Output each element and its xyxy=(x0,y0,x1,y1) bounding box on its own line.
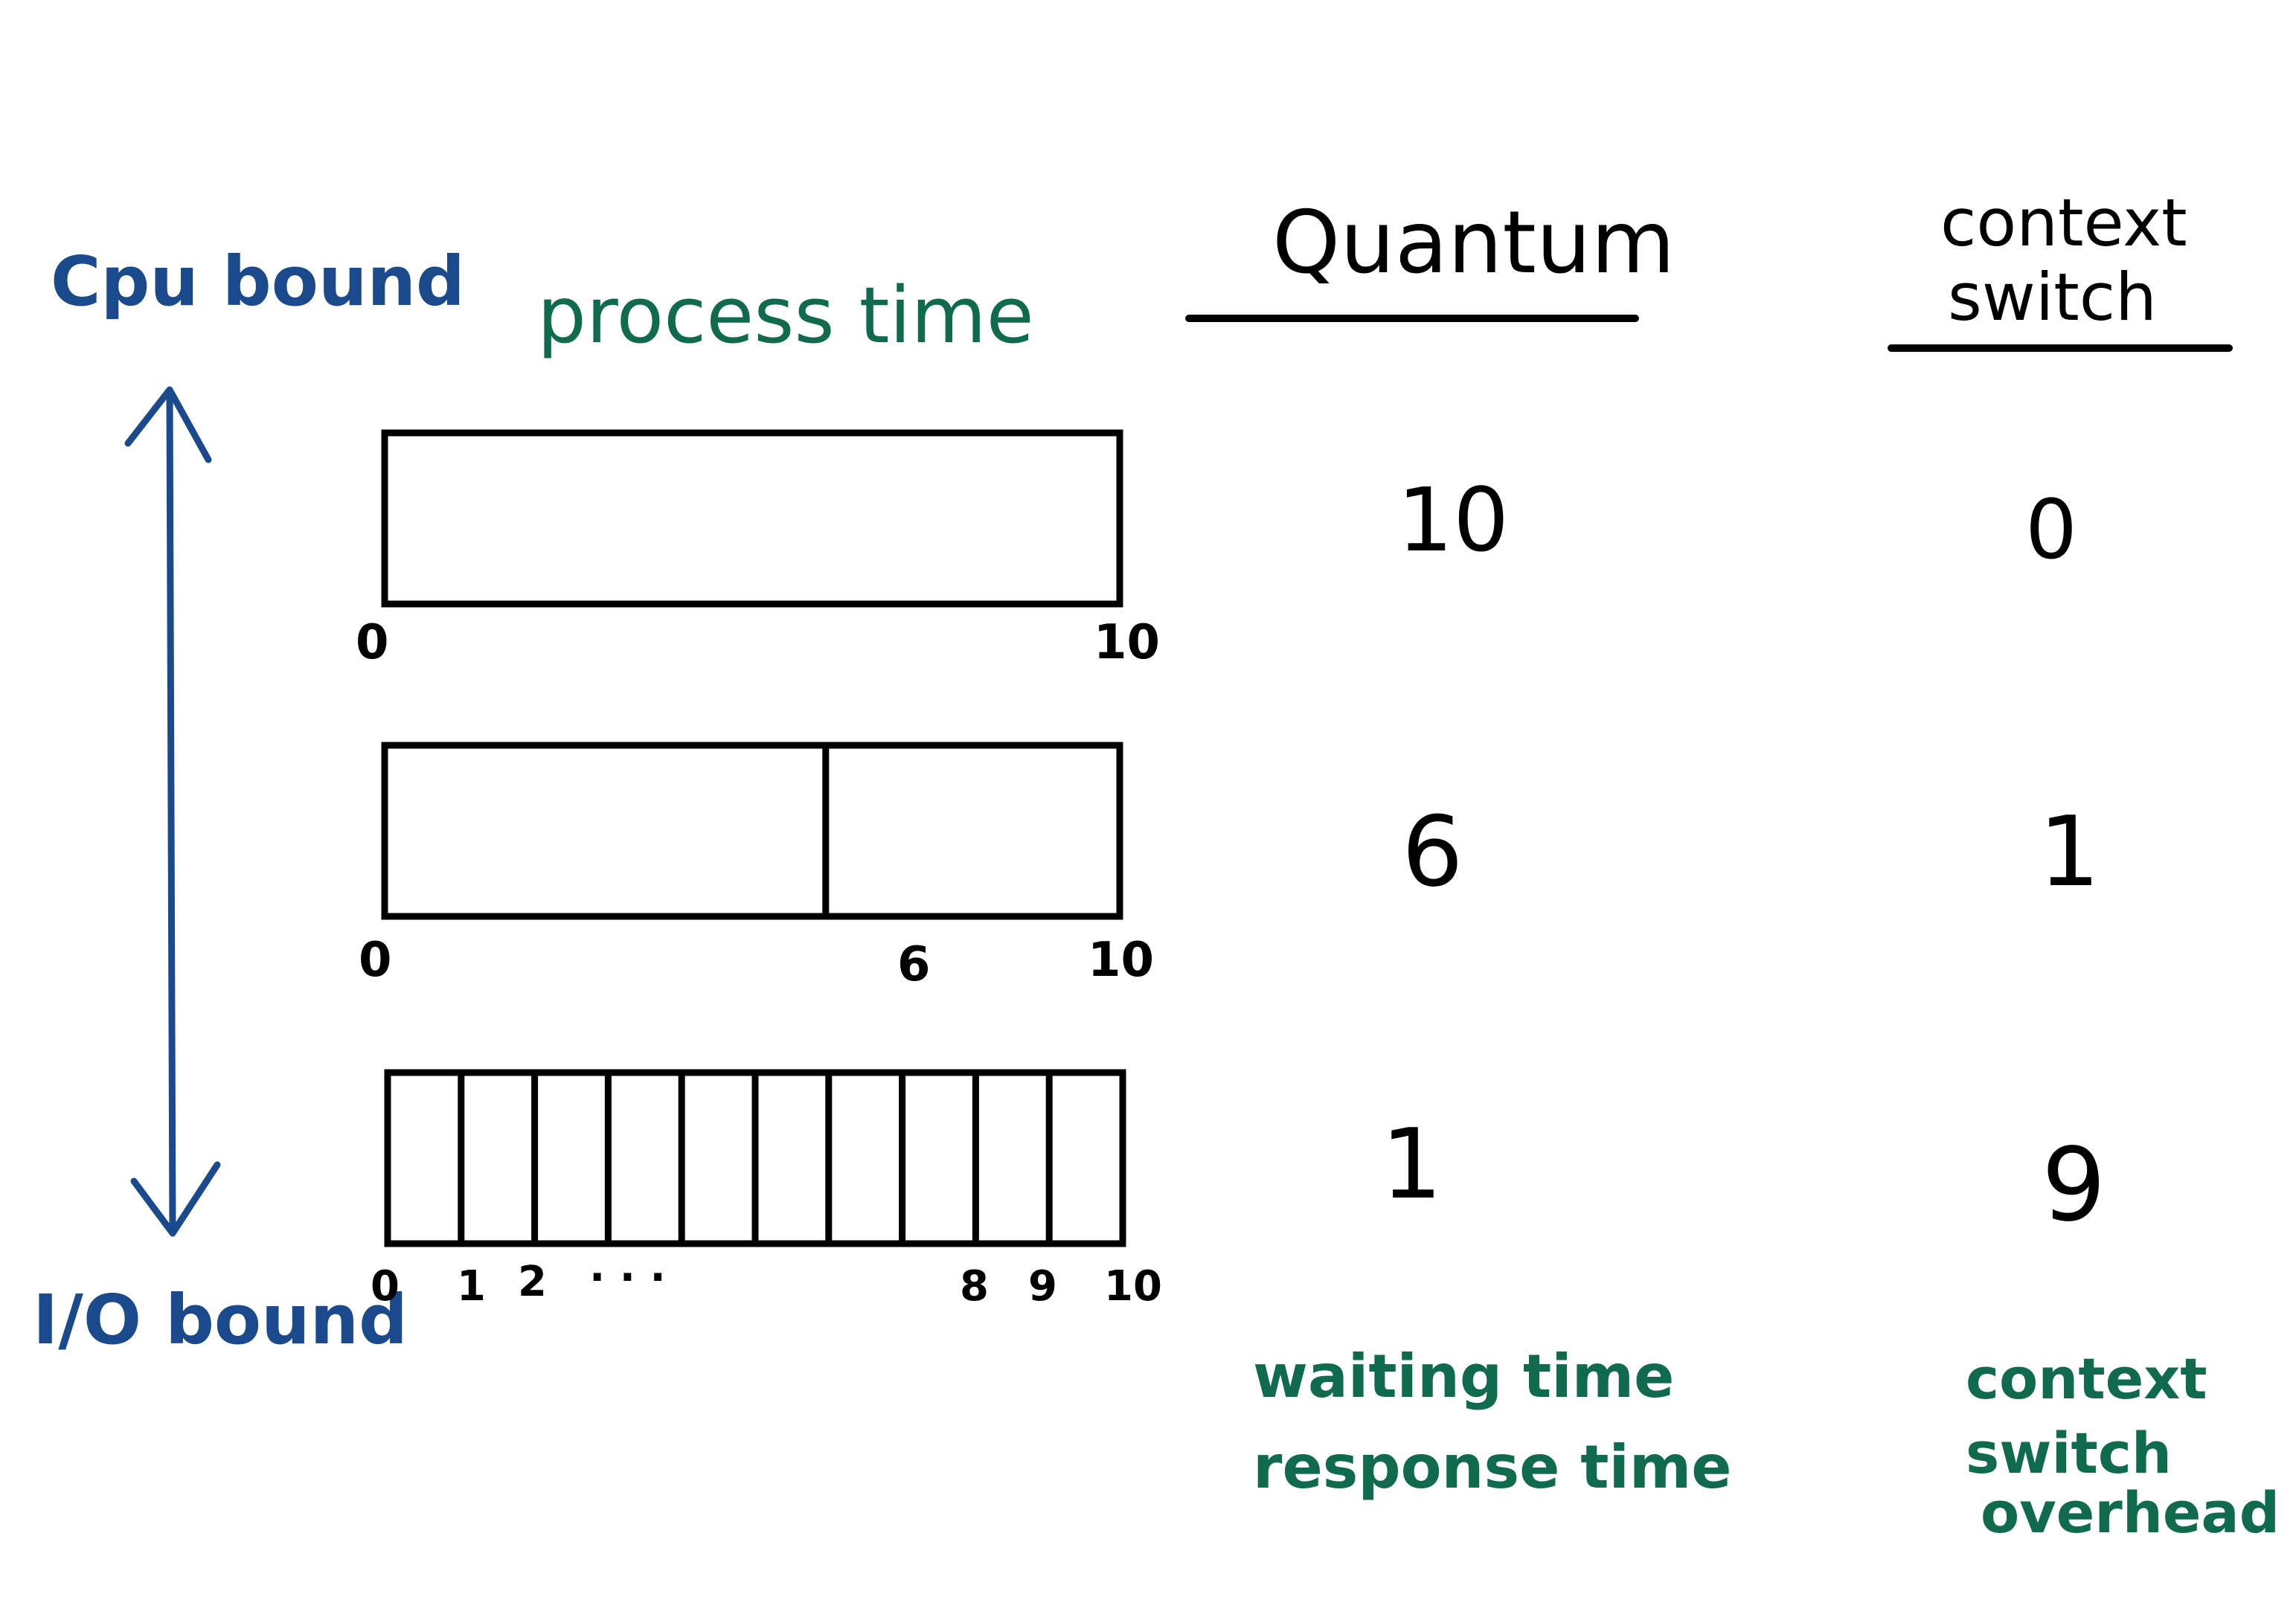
tick-label: 10 xyxy=(1088,933,1154,988)
tick-label: 8 xyxy=(960,1262,989,1311)
quantum-note-line1: waiting time xyxy=(1253,1342,1674,1411)
bar-dividers xyxy=(458,1073,1053,1244)
quantum-value: 1 xyxy=(1381,1108,1443,1221)
quantum-column: Quantum 10 6 1 waiting time response tim… xyxy=(1185,193,1732,1502)
tick-label: 10 xyxy=(1094,615,1160,670)
quantum-note-line2: response time xyxy=(1253,1433,1732,1502)
quantum-value: 6 xyxy=(1402,795,1463,908)
context-switch-note-line3: overhead xyxy=(1981,1479,2280,1546)
quantum-header: Quantum xyxy=(1272,193,1675,293)
tick-label: 0 xyxy=(371,1262,400,1311)
bar-outline xyxy=(381,429,1123,608)
axis-top-label: Cpu bound xyxy=(51,242,465,321)
tick-label: 2 xyxy=(518,1258,547,1306)
context-switch-note-line2: switch xyxy=(1966,1420,2172,1486)
axis-bottom-label: I/O bound xyxy=(33,1280,408,1360)
axis-arrowhead-up-icon xyxy=(124,386,212,463)
context-switch-value: 9 xyxy=(2042,1127,2106,1244)
context-switch-header-line1: context xyxy=(1940,184,2187,261)
context-switch-value: 1 xyxy=(2039,795,2100,908)
bar-outline xyxy=(381,742,1123,920)
axis-shaft xyxy=(166,391,176,1235)
tick-label: 1 xyxy=(457,1262,486,1311)
context-switch-header-line2: switch xyxy=(1948,259,2157,335)
tick-label: · · · xyxy=(589,1253,666,1302)
tick-label: 6 xyxy=(897,937,931,992)
axis-arrowhead-down-icon xyxy=(130,1161,221,1237)
cpu-io-axis: Cpu bound I/O bound xyxy=(33,242,465,1360)
tick-label: 0 xyxy=(356,615,389,670)
tick-label: 10 xyxy=(1104,1262,1162,1311)
quantum-value: 10 xyxy=(1397,469,1509,571)
context-switch-value: 0 xyxy=(2025,482,2077,577)
process-bar-2: 0 6 10 xyxy=(359,742,1154,992)
process-time-title: process time xyxy=(537,270,1034,361)
context-switch-note-line1: context xyxy=(1966,1346,2207,1412)
context-switch-column: context switch 0 1 9 context switch over… xyxy=(1888,184,2280,1546)
tick-label: 0 xyxy=(359,933,392,988)
tick-label: 9 xyxy=(1028,1262,1057,1311)
process-bar-1: 0 10 xyxy=(356,429,1160,670)
process-bar-3: 0 1 2 · · · 8 9 10 xyxy=(371,1069,1162,1311)
